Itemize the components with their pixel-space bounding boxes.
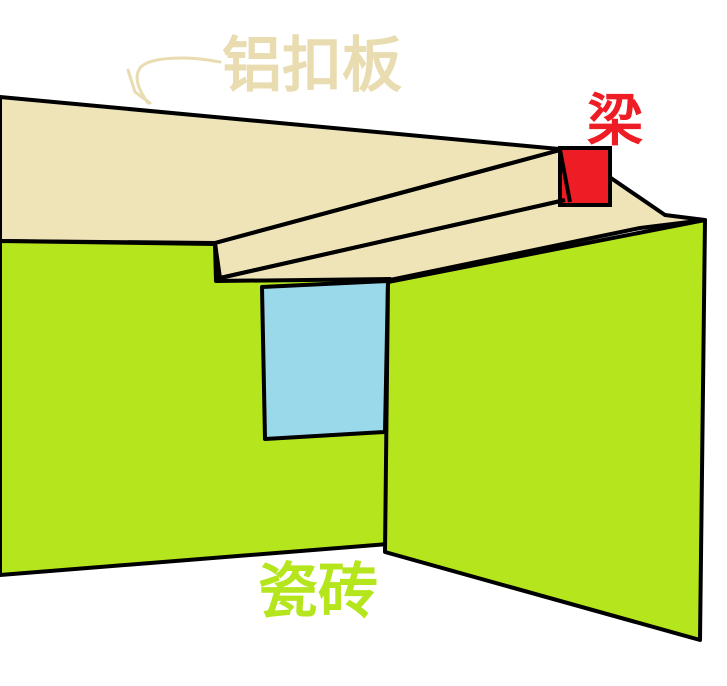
ceiling-edge-line [214, 148, 561, 245]
tile-label: 瓷砖 [258, 557, 378, 627]
beam-label: 梁 [587, 89, 643, 154]
right-wall [383, 218, 707, 642]
ceiling-arrow-head [126, 68, 152, 105]
window [260, 279, 390, 441]
ceiling-label: 铝扣板 [222, 31, 402, 101]
beam-side-line [558, 149, 572, 203]
ceiling-arrow [135, 56, 222, 105]
beam-bottom-line [219, 198, 566, 280]
